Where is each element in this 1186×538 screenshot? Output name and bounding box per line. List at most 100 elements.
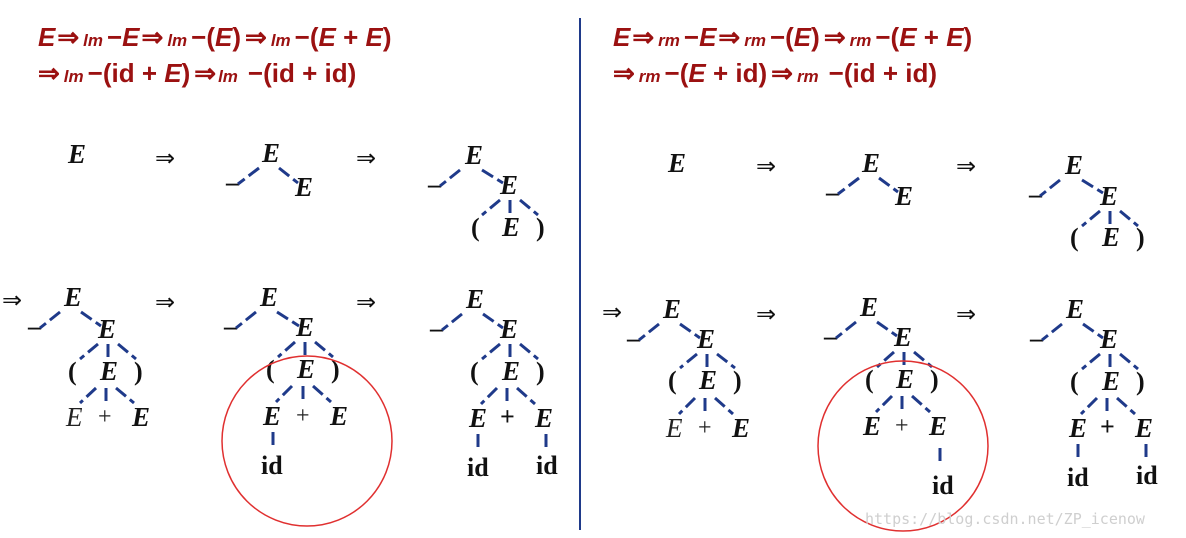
svg-text:id: id [536,451,558,480]
svg-text:E: E [99,356,118,386]
svg-text:E: E [1134,413,1153,443]
right-derivation-line-1: E⇒rm−E⇒rm−(E)⇒rm−(E + E) [613,22,972,52]
svg-text:E: E [859,292,878,322]
svg-text:E: E [1101,366,1120,396]
watermark: https://blog.csdn.net/ZP_icenow [865,510,1146,528]
svg-text:E: E [464,140,483,170]
svg-text:E: E [63,282,82,312]
svg-text:): ) [536,213,545,242]
right-derivation-line-2: ⇒rm−(E + id)⇒rm−(id + id) [613,58,937,88]
arrow: ⇒ [2,286,22,314]
left-step-6: E – E ( E ) E + E id id [429,284,558,482]
svg-text:E: E [499,314,518,344]
svg-text:E: E [131,402,150,432]
svg-text:E: E [67,139,86,169]
svg-text:(: ( [668,366,677,395]
svg-text:(: ( [68,357,77,386]
svg-text:): ) [1136,367,1145,396]
svg-text:): ) [536,357,545,386]
arrow: ⇒ [155,288,175,316]
svg-text:–: – [1028,180,1043,209]
right-step-1: E [667,148,686,178]
svg-text:E: E [731,413,750,443]
svg-text:): ) [1136,223,1145,252]
svg-text:–: – [825,178,840,207]
svg-text:E: E [259,282,278,312]
svg-text:–: – [225,168,240,197]
arrow: ⇒ [356,288,376,316]
right-step-4: E – E ( E ) E + E [626,294,750,443]
svg-text:E: E [501,212,520,242]
svg-text:E: E [465,284,484,314]
svg-text:E: E [1065,294,1084,324]
highlight-circle-left [221,355,393,527]
svg-text:E: E [499,170,518,200]
right-step-2: E – E [825,148,913,211]
left-derivation-line-1: E⇒lm−E⇒lm−(E)⇒lm−(E + E) [38,22,392,52]
svg-text:E: E [295,312,314,342]
svg-text:(: ( [865,365,874,394]
svg-text:(: ( [470,357,479,386]
svg-text:E: E [1064,150,1083,180]
arrow: ⇒ [756,152,776,180]
svg-text:+: + [698,415,712,441]
svg-text:E: E [893,322,912,352]
svg-text:E: E [65,402,83,432]
svg-text:): ) [930,365,939,394]
svg-text:id: id [261,451,283,480]
svg-text:E: E [696,324,715,354]
left-derivation-line-2: ⇒lm−(id + E)⇒lm−(id + id) [38,58,356,88]
svg-text:(: ( [1070,223,1079,252]
svg-text:E: E [329,401,348,431]
svg-text:+: + [895,413,909,439]
arrow: ⇒ [356,144,376,172]
svg-text:id: id [932,471,954,500]
svg-text:E: E [928,411,947,441]
svg-text:E: E [501,356,520,386]
svg-text:id: id [1067,463,1089,492]
svg-text:–: – [823,322,838,351]
arrow: ⇒ [602,298,622,326]
svg-text:): ) [733,366,742,395]
svg-text:E: E [862,411,881,441]
svg-text:(: ( [1070,367,1079,396]
svg-text:E: E [1068,413,1087,443]
svg-text:E: E [1099,324,1118,354]
left-step-4: E – E ( E ) E + E [27,282,150,432]
svg-text:id: id [467,453,489,482]
svg-text:): ) [134,357,143,386]
arrow: ⇒ [956,152,976,180]
svg-text:E: E [698,365,717,395]
svg-text:–: – [27,312,42,341]
svg-text:E: E [861,148,880,178]
svg-text:+: + [296,403,310,429]
svg-text:(: ( [266,355,275,384]
svg-text:+: + [1100,412,1115,441]
svg-text:E: E [534,403,553,433]
svg-text:–: – [429,314,444,343]
svg-text:E: E [468,403,487,433]
svg-text:E: E [262,401,281,431]
svg-text:–: – [223,312,238,341]
svg-text:+: + [98,404,112,430]
svg-text:E: E [895,364,914,394]
highlight-circle-right [817,360,989,532]
svg-text:E: E [662,294,681,324]
svg-text:E: E [1101,222,1120,252]
svg-text:E: E [261,138,280,168]
svg-text:+: + [500,402,515,431]
right-step-5: E – E ( E ) E + E id [823,292,954,500]
svg-text:E: E [667,148,686,178]
svg-text:E: E [1099,181,1118,211]
svg-text:E: E [97,314,116,344]
svg-text:(: ( [471,213,480,242]
svg-text:E: E [665,413,683,443]
right-step-3: E – E ( E ) [1028,150,1145,252]
right-step-6: E – E ( E ) E + E id id [1029,294,1158,492]
svg-text:–: – [1029,324,1044,353]
svg-text:E: E [294,172,313,202]
left-step-2: E – E [225,138,313,202]
left-step-5: E – E ( E ) E + E id [223,282,348,480]
